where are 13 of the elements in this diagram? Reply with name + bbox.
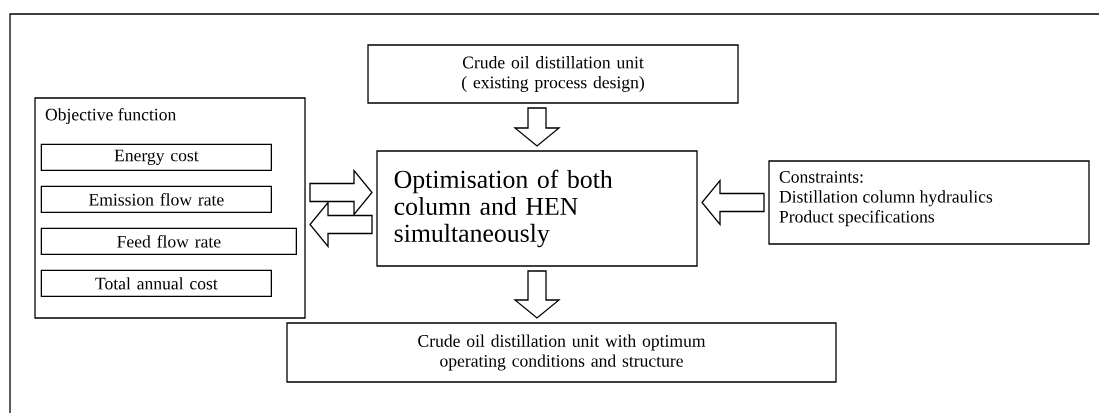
item-box: Total annual cost	[40, 269, 272, 297]
block-arrow	[309, 200, 373, 249]
process-box: Crude oil distillation unit ( existing process design)	[367, 44, 739, 104]
process-box: Constraints: Distillation column hydraulics Product specifications	[768, 160, 1090, 245]
block-arrow	[513, 270, 561, 319]
block-arrow	[701, 178, 765, 227]
process-box: Crude oil distillation unit with optimum operating conditions and structure	[286, 322, 837, 383]
item-box: Feed flow rate	[40, 227, 297, 255]
item-box: Energy cost	[40, 143, 272, 171]
process-box: Optimisation of both column and HEN simultaneously	[376, 150, 698, 267]
block-arrow	[513, 107, 561, 147]
block-arrow	[309, 168, 373, 217]
item-box: Emission flow rate	[40, 185, 272, 213]
